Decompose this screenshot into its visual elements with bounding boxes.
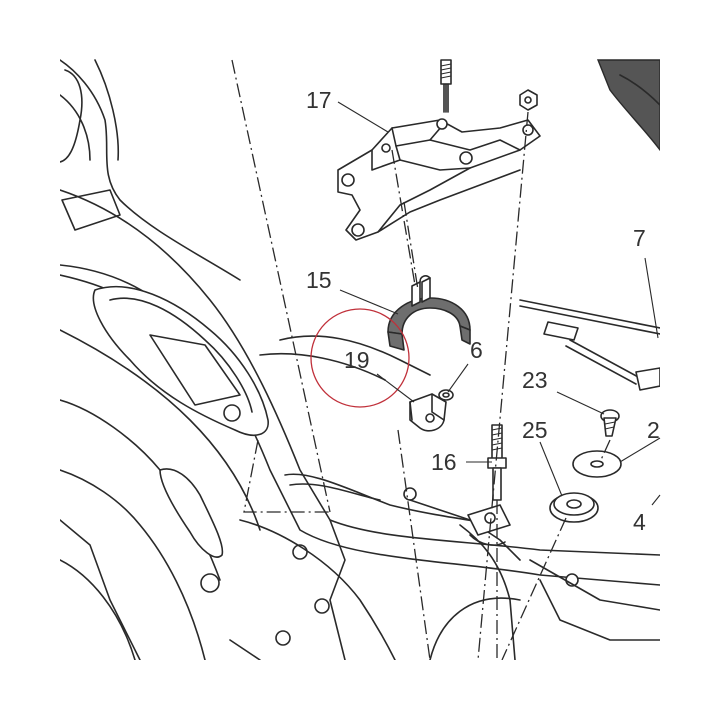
- part-25-grommet: [549, 492, 599, 523]
- bolt-top: [440, 59, 452, 113]
- drawing-area: [60, 59, 660, 660]
- part-7-rod: [519, 299, 660, 391]
- callout-labels: 17 15 19 6 7 23 25 16 2 4: [306, 87, 660, 535]
- callout-7: 7: [633, 225, 646, 251]
- part-23-screw: [600, 409, 620, 437]
- callout-25: 25: [522, 417, 548, 443]
- callout-2: 2: [647, 417, 660, 443]
- part-15-clamp: [387, 275, 471, 351]
- nut-top-right: [519, 89, 538, 111]
- highlight-circle: [310, 308, 410, 408]
- callout-15: 15: [306, 267, 332, 293]
- leader-lines: [337, 101, 661, 506]
- body-panel-upper-right: [596, 59, 660, 152]
- callout-16: 16: [431, 449, 457, 475]
- callout-4: 4: [633, 509, 646, 535]
- callout-17: 17: [306, 87, 332, 113]
- part-2-washer: [572, 450, 622, 478]
- callout-23: 23: [522, 367, 548, 393]
- callout-19: 19: [344, 347, 370, 373]
- part-19-clip: [409, 393, 447, 432]
- assembly-lines: [231, 59, 611, 660]
- part-17-bracket: [337, 118, 541, 241]
- callout-6: 6: [470, 337, 483, 363]
- frame-body: [60, 59, 660, 660]
